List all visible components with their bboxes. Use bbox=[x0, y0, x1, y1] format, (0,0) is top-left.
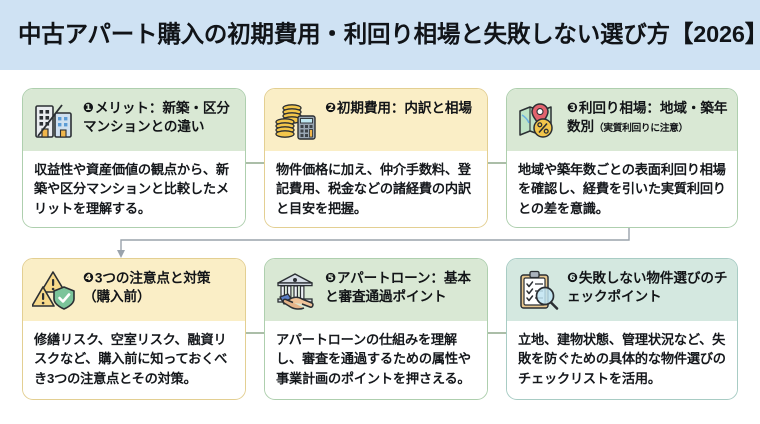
card-1-body: 収益性や資産価値の観点から、新築や区分マンションと比較したメリットを理解する。 bbox=[23, 151, 245, 224]
card-6-checkpoints[interactable]: ❻失敗しない物件選びのチェックポイント 立地、建物状態、管理状況など、失敗を防ぐ… bbox=[506, 258, 738, 400]
card-6-body: 立地、建物状態、管理状況など、失敗を防ぐための具体的な物件選びのチェックリストを… bbox=[507, 321, 737, 394]
card-5-body: アパートローンの仕組みを理解し、審査を通過するための属性や事業計画のポイントを押… bbox=[265, 321, 487, 394]
card-3-yield[interactable]: ❸利回り相場：地域・築年数別（実質利回りに注意） 地域や築年数ごとの表面利回り相… bbox=[506, 88, 738, 228]
card-2-title: ❷初期費用：内訳と相場 bbox=[325, 97, 479, 118]
clipboard-magnifier-icon bbox=[515, 268, 561, 314]
bank-handshake-icon bbox=[273, 268, 319, 314]
card-2-header: ❷初期費用：内訳と相場 bbox=[265, 89, 487, 151]
card-1-title-text: メリット：新築・区分マンションとの違い bbox=[83, 100, 230, 135]
page-title-bar: 中古アパート購入の初期費用・利回り相場と失敗しない選び方【2026】 bbox=[0, 0, 760, 70]
card-5-title: ❺アパートローン：基本と審査通過ポイント bbox=[325, 267, 479, 307]
card-4-cautions[interactable]: ❹3つの注意点と対策（購入前） 修繕リスク、空室リスク、融資リスクなど、購入前に… bbox=[22, 258, 246, 400]
card-6-header: ❻失敗しない物件選びのチェックポイント bbox=[507, 259, 737, 321]
card-4-body: 修繕リスク、空室リスク、融資リスクなど、購入前に知っておくべき3つの注意点とその… bbox=[23, 321, 245, 394]
card-2-number: ❷ bbox=[325, 100, 336, 115]
card-1-title: ❶メリット：新築・区分マンションとの違い bbox=[83, 97, 237, 137]
card-3-title-text: 利回り相場：地域・築年数別 bbox=[567, 100, 728, 135]
card-2-initial-cost[interactable]: ❷初期費用：内訳と相場 物件価格に加え、仲介手数料、登記費用、税金などの諸経費の… bbox=[264, 88, 488, 228]
page-title: 中古アパート購入の初期費用・利回り相場と失敗しない選び方【2026】 bbox=[18, 21, 760, 48]
card-5-number: ❺ bbox=[325, 270, 336, 285]
card-2-title-text: 初期費用：内訳と相場 bbox=[336, 100, 472, 116]
card-1-merit[interactable]: ❶メリット：新築・区分マンションとの違い 収益性や資産価値の観点から、新築や区分… bbox=[22, 88, 246, 228]
card-4-number: ❹ bbox=[83, 270, 94, 285]
map-pin-percent-icon bbox=[515, 98, 561, 144]
card-6-number: ❻ bbox=[567, 270, 578, 285]
card-5-title-text: アパートローン：基本と審査通過ポイント bbox=[325, 270, 471, 305]
card-6-title: ❻失敗しない物件選びのチェックポイント bbox=[567, 267, 729, 307]
card-5-header: ❺アパートローン：基本と審査通過ポイント bbox=[265, 259, 487, 321]
card-6-title-text: 失敗しない物件選びのチェックポイント bbox=[567, 270, 728, 305]
card-5-apartment-loan[interactable]: ❺アパートローン：基本と審査通過ポイント アパートローンの仕組みを理解し、審査を… bbox=[264, 258, 488, 400]
card-2-body: 物件価格に加え、仲介手数料、登記費用、税金などの諸経費の内訳と目安を把握。 bbox=[265, 151, 487, 224]
card-1-header: ❶メリット：新築・区分マンションとの違い bbox=[23, 89, 245, 151]
card-1-number: ❶ bbox=[83, 100, 94, 115]
buildings-comparison-icon bbox=[31, 98, 77, 144]
card-3-number: ❸ bbox=[567, 100, 578, 115]
card-3-body: 地域や築年数ごとの表面利回り相場を確認し、経費を引いた実質利回りとの差を意識。 bbox=[507, 151, 737, 224]
coins-calculator-icon bbox=[273, 98, 319, 144]
card-4-title: ❹3つの注意点と対策（購入前） bbox=[83, 267, 237, 307]
warning-shield-icon bbox=[31, 268, 77, 314]
arrow-card3-to-card4 bbox=[117, 226, 630, 258]
card-4-title-text: 3つの注意点と対策（購入前） bbox=[83, 270, 211, 305]
card-3-title: ❸利回り相場：地域・築年数別（実質利回りに注意） bbox=[567, 97, 729, 137]
card-3-header: ❸利回り相場：地域・築年数別（実質利回りに注意） bbox=[507, 89, 737, 151]
card-3-subtitle: （実質利回りに注意） bbox=[594, 123, 688, 135]
card-4-header: ❹3つの注意点と対策（購入前） bbox=[23, 259, 245, 321]
